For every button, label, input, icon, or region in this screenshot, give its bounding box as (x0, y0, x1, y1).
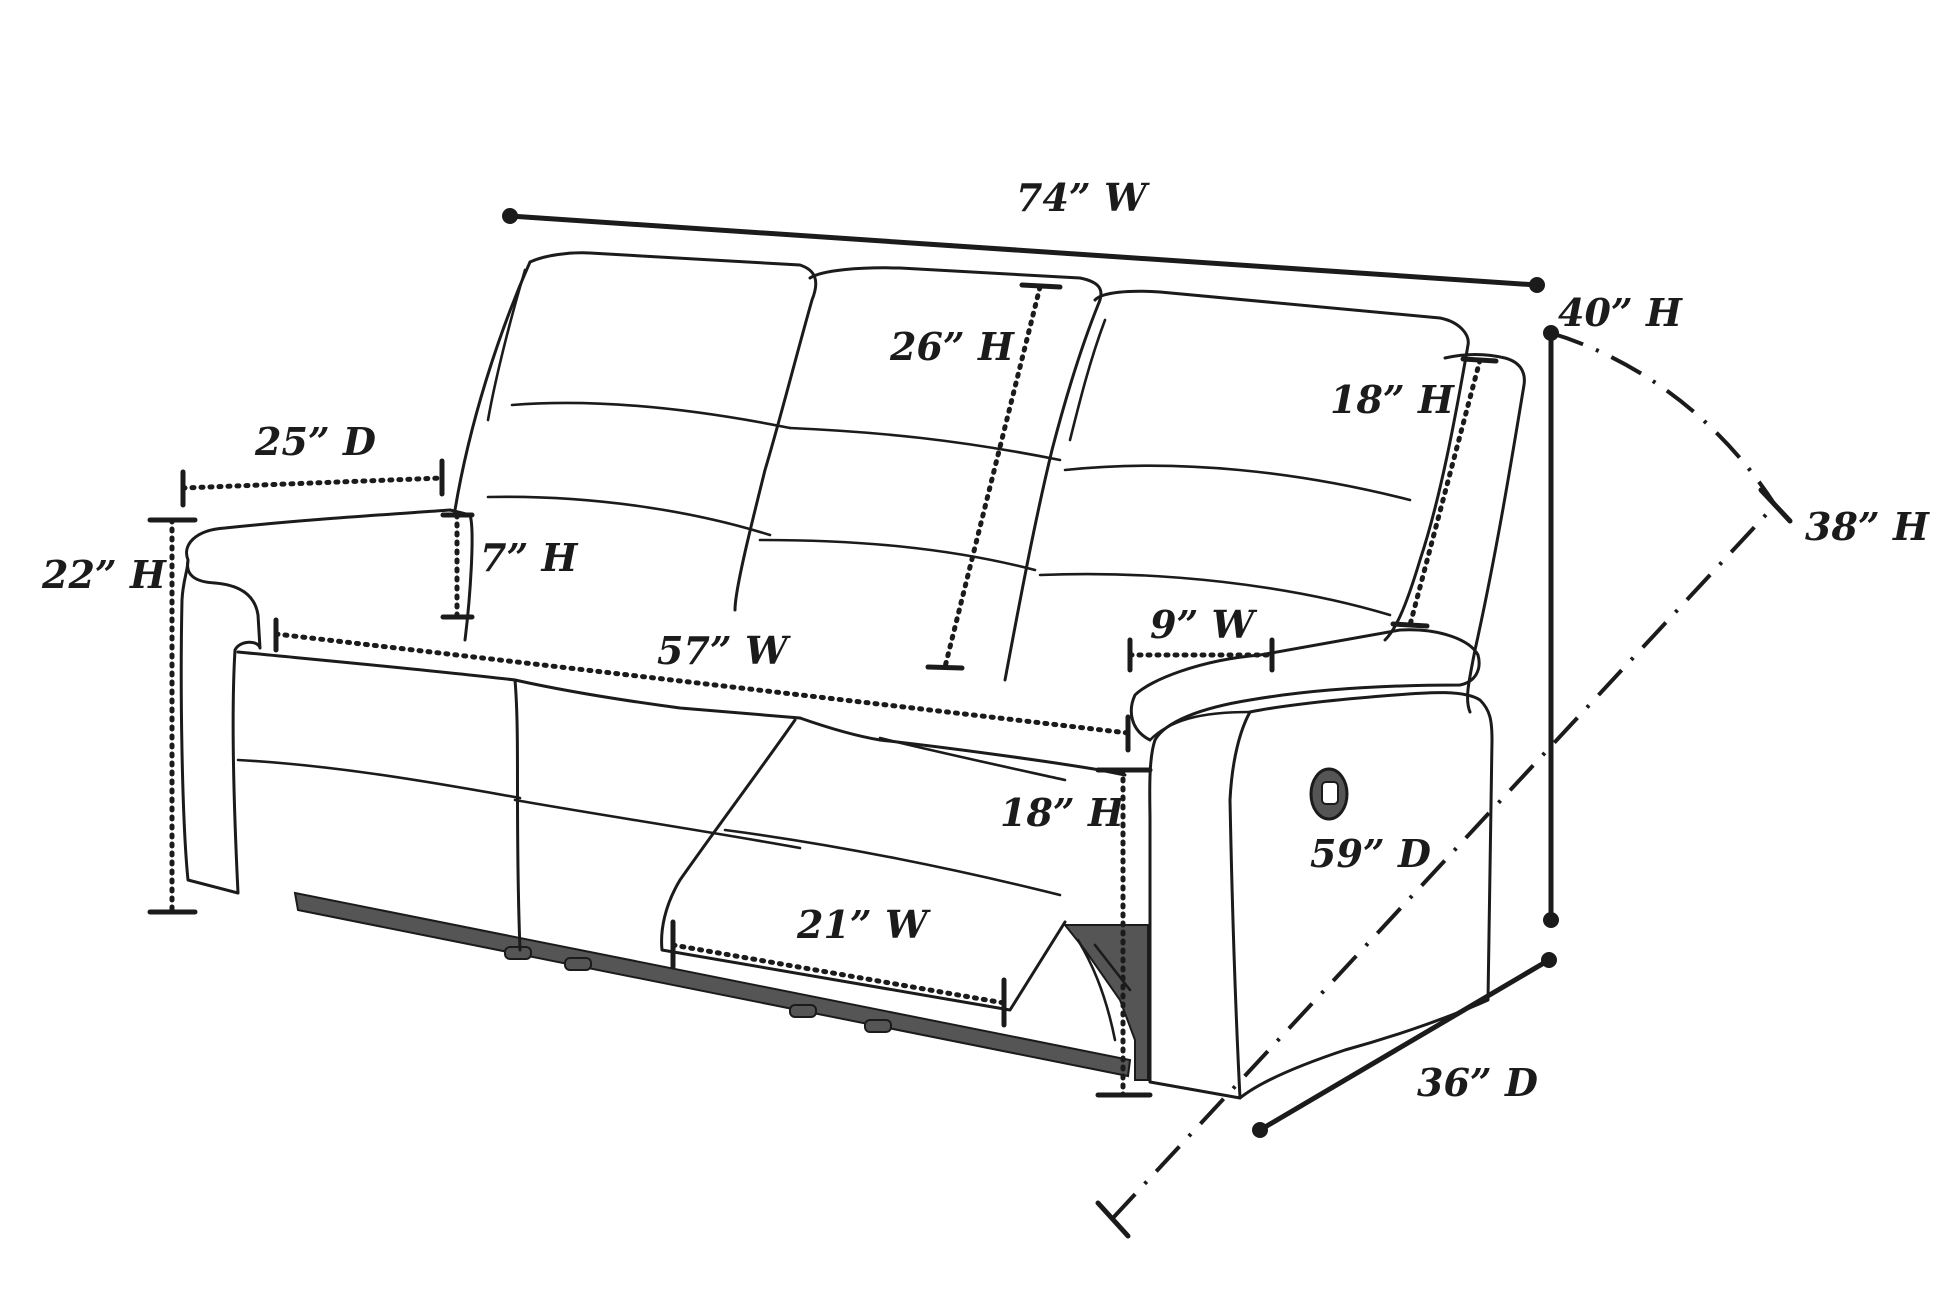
back-cushion-middle (808, 266, 1103, 682)
back-cushion-right (1093, 289, 1470, 642)
footrest-seam (878, 736, 1067, 782)
right-arm (1129, 628, 1494, 1100)
seat-front-seam (236, 758, 522, 800)
dimension-labels: 74” W 40” H 38” H 36” D 59” D 26” H 18” … (41, 175, 1930, 1105)
footrest-seam (723, 828, 1062, 897)
seat-left (236, 650, 522, 952)
seat-right (798, 716, 1127, 777)
reclined-depth-line (1110, 503, 1777, 1221)
label-seat-height: 18” H (1000, 790, 1125, 835)
sofa-drawing (179, 251, 1526, 1100)
sofa-leg (504, 946, 532, 960)
arm-depth-line (180, 475, 445, 491)
side-back-height-line (1407, 357, 1483, 628)
label-overall-width: 74” W (1016, 175, 1150, 220)
label-arm-width: 9” W (1150, 602, 1258, 647)
back-seam (486, 495, 772, 537)
label-reclined-depth: 59” D (1310, 831, 1431, 876)
label-arm-above-seat: 7” H (480, 535, 579, 580)
back-seam (510, 401, 792, 430)
label-arm-depth: 25” D (254, 419, 376, 464)
seat-seam (513, 798, 802, 850)
overall-width-line (507, 213, 1540, 288)
recliner-handle-icon (1309, 767, 1349, 821)
sofa-leg (864, 1019, 892, 1033)
back-seam (1038, 572, 1392, 617)
back-height-line (942, 284, 1043, 670)
reclined-height-arc (1550, 331, 1777, 507)
label-overall-height: 40” H (1558, 290, 1683, 335)
label-overall-depth: 36” D (1417, 1060, 1538, 1105)
label-reclined-height: 38” H (1805, 504, 1930, 549)
label-arm-height: 22” H (41, 552, 167, 597)
seat-middle (513, 678, 802, 720)
label-seat-width: 57” W (657, 628, 791, 673)
seat-width-line (273, 631, 1131, 736)
sofa-leg (564, 957, 592, 971)
back-seam (486, 268, 527, 422)
back-seam (788, 426, 1062, 462)
back-right-side (1443, 353, 1526, 714)
sofa-leg (789, 1004, 817, 1018)
sofa-base (293, 891, 1132, 1078)
back-seam (1068, 318, 1107, 442)
dimension-lines (147, 208, 1793, 1239)
overall-depth-line (1257, 957, 1552, 1133)
left-arm (179, 508, 474, 895)
back-seam (1063, 464, 1412, 502)
label-footrest-width: 21” W (796, 902, 931, 947)
footrest (660, 718, 1067, 1012)
back-seam (758, 538, 1037, 572)
label-back-height: 26” H (889, 324, 1015, 369)
recliner-mechanism (1062, 924, 1149, 1081)
right-arm-seam (1148, 710, 1252, 742)
label-side-back-height: 18” H (1330, 377, 1455, 422)
footrest-width-line (670, 942, 1007, 1006)
